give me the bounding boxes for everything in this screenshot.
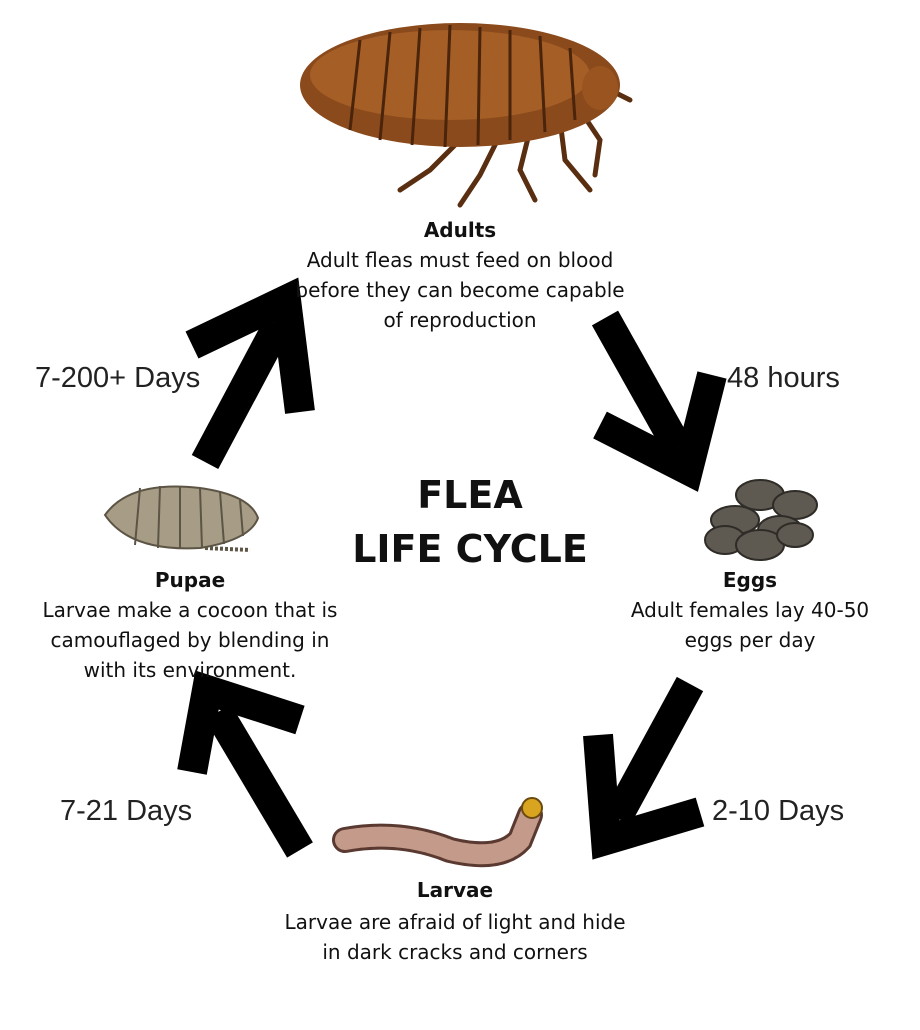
- pupae-desc-line: with its environment.: [83, 658, 297, 682]
- adults-desc-line: before they can become capable: [295, 278, 625, 302]
- arrow-adults-to-eggs: [591, 310, 727, 492]
- duration-pupae-to-adults: 7-200+ Days: [35, 362, 201, 394]
- larvae-label: Larvae: [416, 878, 494, 902]
- title-line-2: LIFE CYCLE: [352, 527, 588, 571]
- diagram-title: FLEA LIFE CYCLE: [320, 468, 620, 576]
- pupae-desc-line: camouflaged by blending in: [50, 628, 330, 652]
- eggs-description: Adult females lay 40-50 eggs per day: [590, 595, 910, 655]
- duration-adults-to-eggs: 48 hours: [727, 362, 840, 394]
- larva-illustration: [332, 797, 543, 868]
- eggs-desc-line: eggs per day: [684, 628, 816, 652]
- arrow-larvae-to-pupae: [177, 670, 313, 858]
- eggs-label: Eggs: [722, 568, 778, 592]
- adult-flea-illustration: [300, 23, 633, 208]
- title-line-1: FLEA: [417, 473, 523, 517]
- pupae-desc-line: Larvae make a cocoon that is: [42, 598, 338, 622]
- larvae-description: Larvae are afraid of light and hide in d…: [230, 907, 680, 967]
- pupae-description: Larvae make a cocoon that is camouflaged…: [0, 595, 380, 685]
- pupa-illustration: [103, 485, 260, 552]
- eggs-illustration: [704, 479, 818, 561]
- larvae-desc-line: in dark cracks and corners: [322, 940, 588, 964]
- pupae-label: Pupae: [154, 568, 226, 592]
- arrow-pupae-to-adults: [185, 277, 315, 470]
- duration-eggs-to-larvae: 2-10 Days: [712, 795, 845, 827]
- larvae-desc-line: Larvae are afraid of light and hide: [284, 910, 626, 934]
- duration-larvae-to-pupae: 7-21 Days: [60, 795, 193, 827]
- adults-desc-line: of reproduction: [383, 308, 537, 332]
- adults-description: Adult fleas must feed on blood before th…: [240, 245, 680, 335]
- arrow-eggs-to-larvae: [583, 676, 705, 860]
- adults-label: Adults: [423, 218, 497, 242]
- eggs-desc-line: Adult females lay 40-50: [630, 598, 870, 622]
- adults-desc-line: Adult fleas must feed on blood: [306, 248, 614, 272]
